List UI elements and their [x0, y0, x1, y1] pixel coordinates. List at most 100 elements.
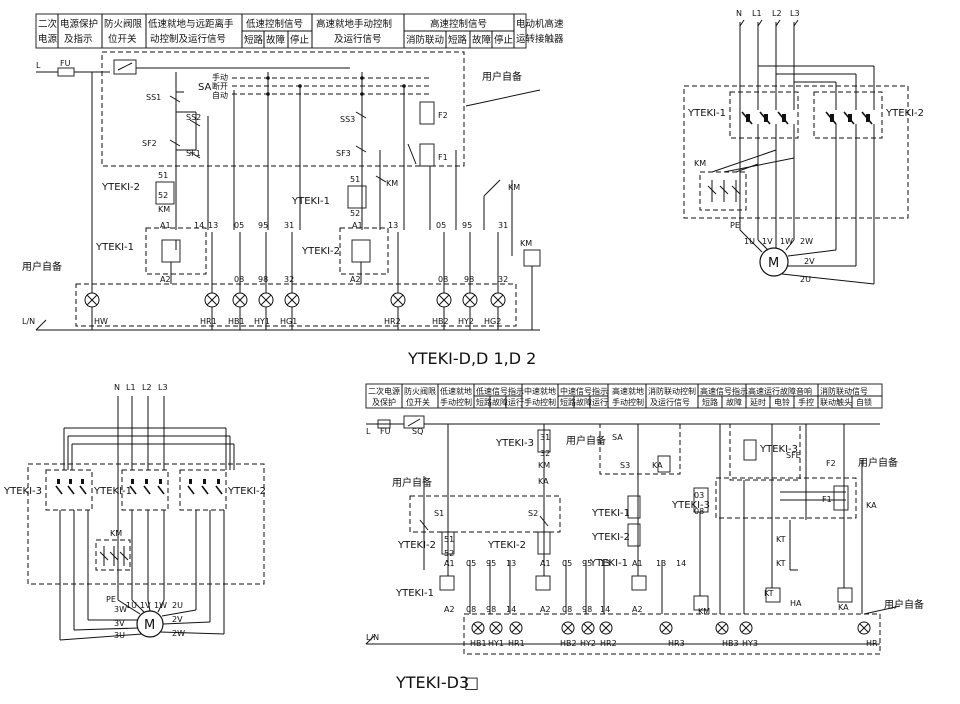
d4-sq-label: SQ	[412, 427, 423, 436]
d4-relay-yteki3-b: YTEKI-3	[759, 444, 798, 455]
d1-term-31-r: 31	[498, 221, 508, 230]
d4-s1-label: S1	[434, 509, 444, 518]
d3-controller-dash	[27, 463, 265, 585]
lamp-hr	[857, 621, 871, 635]
d1-sf1-label: SF1	[186, 149, 201, 158]
d2-km-contacts	[707, 149, 795, 202]
lamp-hg1	[284, 292, 300, 308]
d1-relay-dash-right	[339, 227, 389, 275]
d1-lamp-hg2: HG2	[484, 317, 501, 326]
diagram-title-2: YTEKI-D3	[395, 673, 469, 692]
d2-bus	[739, 19, 875, 230]
d4-relay-yteki3-c: YTEKI-3	[671, 500, 710, 511]
d3-relay-yteki2: YTEKI-2	[227, 486, 266, 497]
d1-term-a2-l: A2	[160, 275, 171, 284]
diagram-title-2-box: □	[464, 673, 479, 692]
d1-km-label-right: KM	[508, 183, 520, 192]
d4-hdr-4b: 手动控制	[524, 397, 556, 407]
d4-s1s2-dash	[409, 495, 561, 533]
d3-line-n: N	[114, 383, 120, 392]
d4-kt-label-c: KT	[764, 589, 774, 598]
d1-km-coil-label: KM	[520, 239, 532, 248]
d2-relay1-dash	[729, 91, 799, 139]
d2-term-2w: 2W	[800, 237, 813, 246]
d4-hdr-5c: 故障	[576, 397, 592, 407]
d4-s2-label: S2	[528, 509, 538, 518]
d3-pe-label: PE	[106, 595, 116, 604]
d4-f1-dash	[715, 477, 857, 519]
d1-km-label-mid: KM	[386, 179, 398, 188]
d1-term-14-l: 14	[194, 221, 204, 230]
d4-tn-14-1: 14	[506, 605, 516, 614]
d4-lamp-hr1: HR1	[508, 639, 525, 648]
lamp-hy2	[462, 292, 478, 308]
d2-relay2-dash	[813, 91, 883, 139]
d1-hdr-3b: 动控制及运行信号	[150, 33, 226, 45]
d3-term-1w: 1W	[154, 601, 167, 610]
d4-hdr-8b: 短路	[702, 397, 718, 407]
d4-tn-13-3: 13	[656, 559, 666, 568]
d4-relay-yteki2-b: YTEKI-2	[591, 532, 630, 543]
d4-hdr-8c: 故障	[726, 397, 742, 407]
d1-term-13-r: 13	[388, 221, 398, 230]
d1-hdr-4a: 低速控制信号	[246, 18, 303, 30]
d1-hdr-4d: 停止	[290, 34, 310, 46]
lamp-hr2	[390, 292, 406, 308]
d3-contacts	[55, 479, 225, 640]
d4-relay-yteki2-a: YTEKI-2	[397, 540, 436, 551]
d1-lamp-hb2: HB2	[432, 317, 449, 326]
d2-motor	[739, 229, 875, 285]
d3-line-l2: L2	[142, 383, 152, 392]
d4-km-label-b: KM	[698, 607, 710, 616]
d4-user-spare-a: 用户自备	[566, 434, 606, 447]
d1-terminal-l: L	[36, 61, 41, 70]
d4-sfe-label: SFE	[786, 451, 801, 460]
d3-km-label: KM	[110, 529, 122, 538]
d3-term-3w: 3W	[114, 605, 127, 614]
d4-tn-51: 51	[444, 535, 454, 544]
lamp-hy3	[739, 621, 753, 635]
d1-hdr-7a: 电动机高速	[516, 18, 564, 30]
d2-relay1-contacts	[741, 111, 795, 240]
d4-tn-14-3: 14	[676, 559, 686, 568]
d1-term-52-r: 52	[350, 209, 360, 218]
d4-hdr-5b: 短路	[560, 397, 576, 407]
d4-tn-08-1: 08	[466, 605, 476, 614]
d4-tn-14-2: 14	[600, 605, 610, 614]
lamp-hb2	[561, 621, 575, 635]
d2-km-label: KM	[694, 159, 706, 168]
d3-motor-m: M	[144, 618, 155, 633]
d1-controller-dash	[101, 51, 465, 167]
d2-line-l1: L1	[752, 9, 762, 18]
d3-km-contacts	[99, 546, 129, 566]
d4-ka-label-b: KA	[652, 461, 663, 470]
d4-tn-a1-1: A1	[444, 559, 455, 568]
lamp-hr2	[599, 621, 613, 635]
d1-lamps	[84, 292, 506, 308]
d4-lamp-hb1: HB1	[470, 639, 487, 648]
d1-lamp-hw: HW	[94, 317, 108, 326]
d4-sa-label: SA	[612, 433, 623, 442]
d1-term-31-l: 31	[284, 221, 294, 230]
d1-lamp-hb1: HB1	[228, 317, 245, 326]
d4-tn-31: 31	[540, 433, 550, 442]
d1-ss3-label: SS3	[340, 115, 355, 124]
d1-hdr-4c: 故障	[266, 34, 286, 46]
d1-left-column	[155, 72, 301, 284]
d1-hdr-2b: 位开关	[108, 33, 137, 45]
d4-lamp-hb2: HB2	[560, 639, 577, 648]
d2-relay-yteki2: YTEKI-2	[885, 108, 924, 119]
d1-ss1-label: SS1	[146, 93, 161, 102]
d3-term-1u: 1U	[126, 601, 137, 610]
d4-relay-yteki3-a: YTEKI-3	[495, 438, 534, 449]
d1-term-32-l: 32	[284, 275, 294, 284]
d3-line-l1: L1	[126, 383, 136, 392]
d1-hdr-6b: 消防联动	[406, 34, 444, 46]
d1-hdr-7b: 运转接触器	[516, 33, 564, 45]
d3-km-dash	[95, 539, 131, 571]
d4-terminal-ln: L/N	[366, 633, 379, 642]
d1-relay-yteki1-mid: YTEKI-1	[291, 196, 330, 207]
d1-relay-yteki2-mid: YTEKI-2	[301, 246, 340, 257]
d1-term-95-r: 95	[462, 221, 472, 230]
